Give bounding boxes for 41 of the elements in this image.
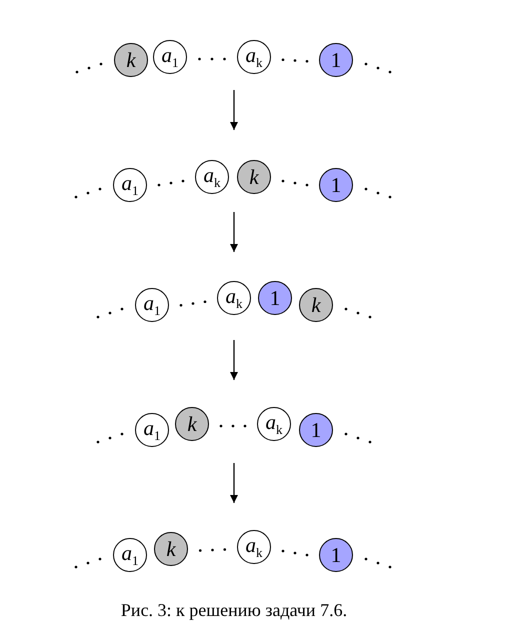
ball-label: a$_{k}$ bbox=[266, 412, 282, 436]
ball-label: 1 bbox=[330, 50, 342, 70]
ball-label: a$_{k}$ bbox=[246, 534, 262, 560]
ball-circle bbox=[237, 530, 271, 564]
ball-circle bbox=[237, 160, 271, 194]
ball-label: a$_{1}$ bbox=[144, 292, 160, 318]
ball-circle bbox=[319, 168, 353, 202]
ball-label: k bbox=[311, 294, 321, 316]
ball-circle bbox=[195, 160, 229, 194]
ball-label: k bbox=[249, 166, 259, 188]
ball-circle bbox=[258, 281, 292, 315]
ball-label: k bbox=[187, 414, 197, 434]
ball-label: a$_{1}$ bbox=[162, 44, 178, 70]
ball-circle bbox=[153, 40, 187, 74]
ball-circle bbox=[113, 538, 147, 572]
ball-circle bbox=[257, 407, 291, 441]
ball-label: a$_{1}$ bbox=[122, 542, 138, 568]
ball-circle bbox=[299, 413, 333, 447]
ball-circle bbox=[135, 413, 169, 447]
ball-label: a$_{1}$ bbox=[144, 418, 160, 442]
ball-label: 1 bbox=[310, 420, 322, 440]
ball-circle bbox=[217, 281, 251, 315]
ball-circle bbox=[319, 43, 353, 77]
ball-label: a$_{1}$ bbox=[122, 172, 138, 198]
ball-circle bbox=[135, 288, 169, 322]
ball-circle bbox=[113, 168, 147, 202]
ball-label: k bbox=[166, 538, 176, 560]
ball-label: 1 bbox=[330, 544, 342, 566]
ball-label: a$_{k}$ bbox=[204, 164, 220, 190]
ball-label: k bbox=[126, 50, 136, 70]
ball-circle bbox=[319, 538, 353, 572]
ball-circle bbox=[154, 532, 188, 566]
ball-label: 1 bbox=[330, 174, 342, 196]
ball-circle bbox=[299, 288, 333, 322]
ball-label: a$_{k}$ bbox=[246, 44, 262, 70]
ball-circle bbox=[114, 43, 148, 77]
ball-label: 1 bbox=[270, 288, 280, 308]
ball-label: a$_{k}$ bbox=[226, 286, 242, 310]
ball-circle bbox=[175, 407, 209, 441]
ball-circle bbox=[237, 40, 271, 74]
figure-caption: Рис. 3: к решению задачи 7.6. bbox=[120, 600, 348, 620]
